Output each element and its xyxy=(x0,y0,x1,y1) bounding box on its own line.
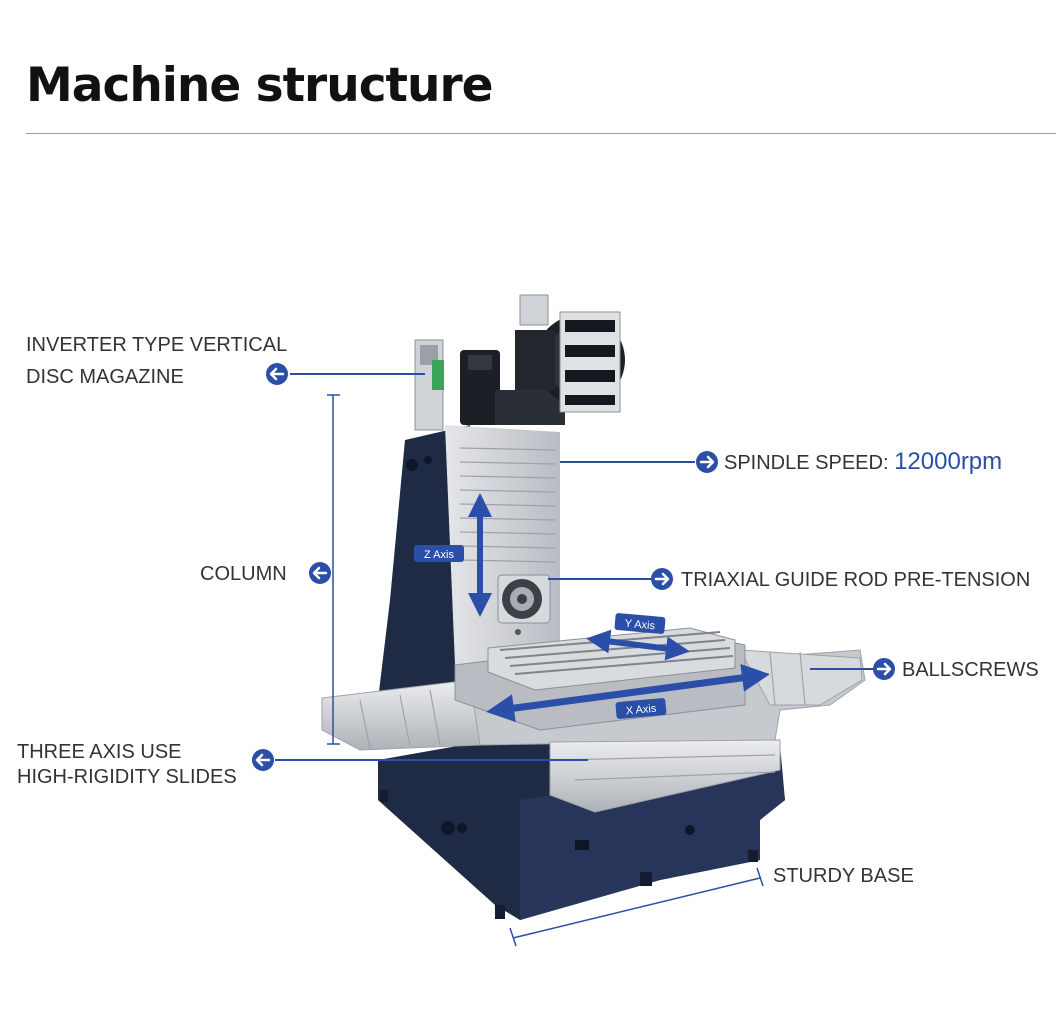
x-axis-tag: X Axis xyxy=(615,698,667,719)
guide-rod-marker-icon xyxy=(651,568,673,590)
base-dimension-bracket xyxy=(509,867,764,947)
svg-text:X Axis: X Axis xyxy=(625,703,657,718)
ballscrews-marker-icon xyxy=(873,658,895,680)
x-axis-arrow xyxy=(486,663,770,723)
page-title: Machine structure xyxy=(26,58,494,113)
y-axis-arrow xyxy=(586,629,690,661)
slides-marker-icon xyxy=(252,749,274,771)
guide-rod-label: TRIAXIAL GUIDE ROD PRE-TENSION xyxy=(681,569,1031,591)
svg-text:Z Axis: Z Axis xyxy=(424,549,454,561)
column-dimension-bracket xyxy=(327,394,340,745)
base-label: STURDY BASE xyxy=(773,865,914,887)
tool-magazine xyxy=(414,294,625,431)
spindle-label: SPINDLE SPEED: 12000rpm xyxy=(724,450,1002,475)
column-marker-icon xyxy=(309,562,331,584)
spindle-speed-value: 12000rpm xyxy=(894,448,1003,475)
slides-label-line1: THREE AXIS USE xyxy=(17,741,182,763)
magazine-label-line2: DISC MAGAZINE xyxy=(26,366,184,388)
y-axis-tag: Y Axis xyxy=(614,613,666,634)
magazine-label-line1: INVERTER TYPE VERTICAL xyxy=(26,334,288,356)
spindle-label-prefix: SPINDLE SPEED: xyxy=(724,452,889,474)
magazine-marker-icon xyxy=(266,363,288,385)
spindle-marker-icon xyxy=(696,451,718,473)
z-axis-tag: Z Axis xyxy=(414,545,464,562)
title-divider xyxy=(26,133,1056,134)
svg-text:Y Axis: Y Axis xyxy=(624,618,656,633)
slides-label-line2: HIGH-RIGIDITY SLIDES xyxy=(17,766,237,788)
column-label: COLUMN xyxy=(200,563,287,585)
ballscrews-label: BALLSCREWS xyxy=(902,659,1039,681)
